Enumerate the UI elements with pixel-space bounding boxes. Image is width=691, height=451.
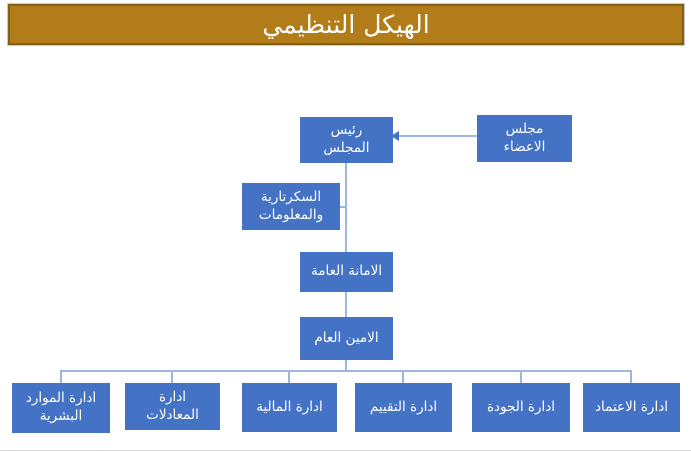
connector-secretary-general-down xyxy=(345,360,347,372)
node-dept-evaluation-label: ادارة التقييم xyxy=(369,398,438,415)
node-secretary-general-label: الامين العام xyxy=(314,329,379,346)
node-general-secretariat: الامانة العامة xyxy=(300,252,393,292)
node-chairman-label: رئيس المجلس xyxy=(323,122,370,156)
connector-secretariat-stub xyxy=(340,206,346,208)
node-general-secretariat-label: الامانة العامة xyxy=(310,263,383,280)
node-dept-quality: ادارة الجودة xyxy=(472,383,570,432)
connector-drop-finance xyxy=(288,371,290,383)
node-members-council-label: مجلس الاعضاء xyxy=(503,120,546,155)
node-dept-accreditation: ادارة الاعتماد xyxy=(583,383,680,432)
connector-departments-bar xyxy=(60,370,632,372)
connector-members-to-chairman xyxy=(398,135,477,137)
node-dept-hr: ادارة الموارد البشرية xyxy=(12,383,110,433)
node-dept-evaluation: ادارة التقييم xyxy=(355,383,452,432)
page-title: الهيكل التنظيمي xyxy=(262,10,430,39)
node-secretariat-label: السكرتارية والمعلومات xyxy=(258,188,324,223)
title-bar: الهيكل التنظيمي xyxy=(8,4,684,45)
connector-general-secretariat-to-secretary-general xyxy=(345,292,347,317)
connector-drop-accreditation xyxy=(630,371,632,383)
node-chairman: رئيس المجلس xyxy=(300,117,393,163)
node-dept-quality-label: ادارة الجودة xyxy=(486,398,556,415)
node-dept-finance-label: ادارة المالية xyxy=(256,398,323,415)
node-dept-hr-label: ادارة الموارد البشرية xyxy=(25,390,97,424)
node-secretariat: السكرتارية والمعلومات xyxy=(242,183,340,230)
connector-drop-evaluation xyxy=(402,371,404,383)
node-dept-equivalency-label: ادارة المعادلات xyxy=(146,388,199,423)
node-dept-accreditation-label: ادارة الاعتماد xyxy=(595,398,668,415)
node-dept-equivalency: ادارة المعادلات xyxy=(125,383,220,430)
connector-chairman-to-general-secretariat xyxy=(345,163,347,252)
node-members-council: مجلس الاعضاء xyxy=(477,115,572,162)
connector-drop-quality xyxy=(520,371,522,383)
connector-drop-hr xyxy=(60,371,62,383)
connector-drop-equivalency xyxy=(171,371,173,383)
node-secretary-general: الامين العام xyxy=(300,317,393,360)
arrowhead-chairman xyxy=(391,131,399,141)
node-dept-finance: ادارة المالية xyxy=(242,383,337,432)
